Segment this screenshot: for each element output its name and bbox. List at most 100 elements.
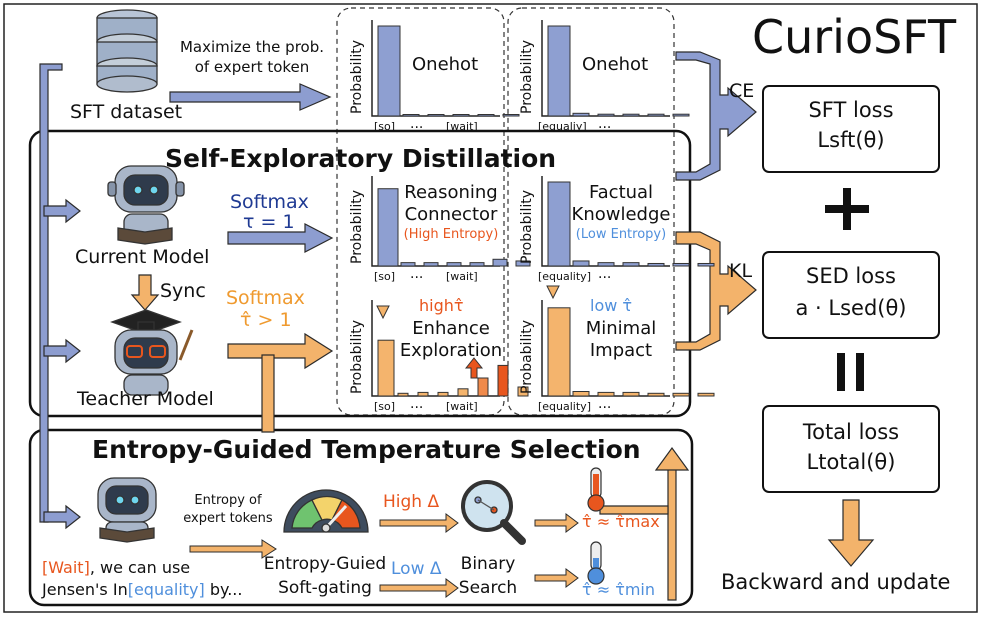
chart-6-bar-5 (647, 392, 665, 397)
sft-dataset-label: SFT dataset (70, 101, 183, 123)
chart-4-bar-5 (647, 262, 665, 267)
example-rest1: , we can use (89, 558, 191, 577)
softmax-current-2: τ = 1 (243, 211, 295, 233)
chart-6-bar-3 (597, 391, 615, 397)
chart-6-bar-4 (622, 391, 640, 397)
chart-5-ellipsis: ... (410, 396, 424, 412)
main-title: CurioSFT (752, 10, 957, 64)
chart6-title-2: Impact (589, 340, 653, 361)
outer-frame (3, 3, 978, 613)
chart-1-bar-6 (502, 114, 520, 117)
sync-label: Sync (160, 280, 206, 302)
chart5-up-arrow (464, 357, 484, 379)
chart-3-tick-right: [wait] (446, 270, 478, 283)
plus-h (825, 205, 869, 213)
chart-1-bar-4 (452, 114, 470, 117)
total-loss-title: Total loss (802, 420, 900, 444)
teacher-model-label: Teacher Model (77, 388, 214, 410)
chart-4-bar-3 (597, 262, 615, 267)
chart-6-bar-1 (547, 307, 571, 397)
softmax-current-1: Softmax (230, 191, 309, 213)
magnifier-icon (461, 480, 526, 545)
total-loss-formula: Ltotal(θ) (806, 450, 896, 474)
binary-text-1: Binary (460, 554, 516, 574)
chart-3-ellipsis: ... (410, 266, 424, 282)
egts-example-line1: [Wait], we can use (42, 560, 190, 576)
sft-arrow (169, 83, 332, 111)
chart-2-bar-1 (547, 25, 571, 117)
low-delta-label: Low Δ (391, 559, 442, 579)
sed-section-title: Self-Exploratory Distillation (165, 144, 557, 173)
egts-section-box (28, 428, 694, 607)
ce-label: CE (729, 80, 755, 102)
thermometer-low-icon (587, 541, 605, 585)
sed-loss-title: SED loss (805, 264, 896, 288)
dashed-group-right (507, 7, 675, 416)
chart3-note: (High Entropy) (403, 227, 499, 242)
chart-4-bar-2 (572, 260, 590, 267)
chart-5-bar-3 (417, 391, 429, 397)
chart4-title-1: Factual (588, 182, 654, 203)
chart5-note: highτ̂ (419, 296, 464, 315)
chart-4-bar-6 (672, 262, 690, 267)
search-to-max-arrow (534, 513, 579, 533)
sft-loss-formula: Lsft(θ) (817, 128, 885, 152)
chart4-note: (Low Entropy) (575, 227, 667, 242)
chart-5-bar-5 (457, 388, 469, 397)
chart4-title-2: Knowledge (571, 204, 671, 225)
gating-text-2: Soft-gating (278, 578, 372, 598)
chart5-title-2: Exploration (399, 340, 503, 361)
sft-arrow-text-2: of expert token (194, 58, 310, 76)
low-delta-arrow (379, 578, 459, 598)
tau-min-label: τ̂ ≈ τ̂min (582, 580, 656, 599)
egts-right-stem (667, 467, 677, 601)
chart3-title-2: Connector (404, 204, 498, 225)
chart-5-bar-4 (437, 391, 449, 397)
sed-section-box (28, 129, 692, 418)
charts-layer (371, 20, 715, 397)
binary-text-2: Search (458, 578, 518, 598)
chart6-note: low τ̂ (590, 296, 633, 315)
thermometer-high-icon (587, 467, 605, 512)
chart-5-axes (371, 300, 500, 397)
chart-5 (371, 300, 529, 397)
chart-2-bar-2 (572, 112, 590, 117)
example-equality: [equality] (127, 580, 205, 599)
high-delta-arrow (379, 513, 459, 533)
chart6-down-arrow (546, 285, 560, 300)
gating-text-1: Entropy-Guied (263, 554, 387, 574)
chart2-title: Onehot (582, 54, 649, 75)
chart-3-tick-left: [so] (374, 270, 396, 283)
kl-label: KL (729, 260, 753, 282)
chart-5-bar-7 (497, 364, 509, 397)
tau-max-label: τ̂ ≈ τ̂max (582, 512, 660, 531)
chart-1-tick-left: [so] (374, 120, 396, 133)
chart-2-ylabel: Probability (519, 39, 535, 114)
backward-label: Backward and update (721, 570, 951, 594)
chart5-title-1: Enhance (412, 318, 490, 339)
softmax-teacher-2: τ̂ > 1 (240, 309, 292, 331)
chart-2-bar-5 (647, 113, 665, 117)
equals-bar-right (856, 353, 864, 391)
example-wait: [Wait] (42, 558, 90, 577)
sync-arrow (130, 274, 160, 311)
high-delta-label: High Δ (383, 492, 440, 512)
robot-current-icon (107, 165, 185, 245)
chart-6-ellipsis: ... (598, 396, 612, 412)
chart-3 (371, 176, 531, 267)
egts-right-arrowhead (654, 446, 690, 471)
egts-stem-arrow (261, 354, 275, 433)
ce-bracket-arrow (675, 51, 757, 181)
chart-5-bar-6 (477, 377, 489, 397)
kl-bracket-arrow (675, 231, 757, 351)
egts-join-top (599, 505, 669, 515)
chart-1-bar-3 (427, 114, 445, 117)
chart-3-bar-3 (423, 262, 439, 267)
chart-2-bar-3 (597, 113, 615, 117)
chart5-note-symbol: τ̂ (453, 296, 464, 315)
entropy-text-1: Entropy of (194, 493, 262, 508)
chart-6-ylabel: Probability (519, 319, 535, 394)
sft-loss-title: SFT loss (808, 98, 894, 122)
chart-3-bar-6 (492, 258, 508, 267)
